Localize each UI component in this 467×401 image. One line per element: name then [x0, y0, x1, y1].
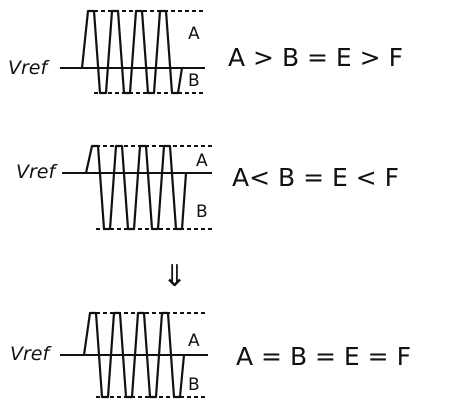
panel-2: Vref A B A< B = E < F — [16, 144, 399, 231]
relation-equation: A = B = E = F — [236, 342, 411, 371]
relation-equation: A< B = E < F — [232, 163, 399, 192]
label-a: A — [188, 331, 200, 351]
label-b: B — [188, 71, 200, 91]
vref-label: Vref — [10, 343, 52, 365]
label-a: A — [188, 24, 200, 44]
vref-label: Vref — [16, 161, 58, 183]
label-b: B — [196, 202, 208, 222]
panel-3: Vref A B A = B = E = F — [10, 311, 411, 399]
waveform — [84, 144, 188, 231]
label-a: A — [196, 151, 208, 171]
waveform — [80, 9, 184, 95]
relation-equation: A > B = E > F — [228, 43, 403, 72]
label-b: B — [188, 375, 200, 395]
waveform — [82, 311, 186, 399]
panel-1: Vref A B A > B = E > F — [8, 9, 403, 95]
vref-label: Vref — [8, 57, 50, 79]
down-arrow-icon: ⇓ — [162, 259, 187, 294]
